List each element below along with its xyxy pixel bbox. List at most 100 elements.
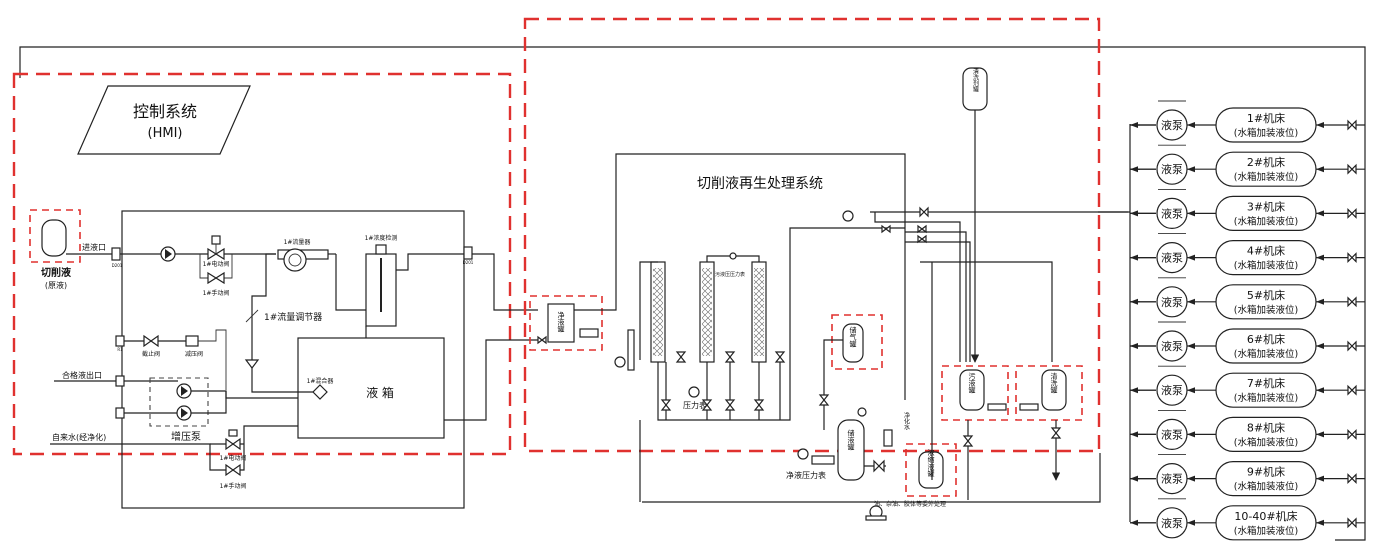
flow-arrow [1187,166,1195,173]
flow-arrow [1316,475,1324,482]
clean-pressure-gauge [811,455,835,465]
gas-storage-tank[interactable] [842,323,864,363]
machine-valve[interactable] [1347,207,1357,219]
machine-valve[interactable] [1347,296,1357,308]
inlet-code: D201 [112,263,123,268]
machine-valve[interactable] [1347,428,1357,440]
flow-arrow [1316,254,1324,261]
machine-valve[interactable] [1347,163,1357,175]
machine-valve[interactable] [1347,119,1357,131]
clean-tank-label: 净液罐 [557,311,565,334]
machine-row: 液泵2#机床(水箱加装液位) [1130,144,1365,187]
machine-valve[interactable] [1347,384,1357,396]
machine-name: 4#机床 [1247,244,1285,258]
pump-label: 液泵 [1161,162,1183,176]
flow-arrow [1316,431,1324,438]
flow-arrow [1130,254,1138,261]
detector-label: 1#浓度检测 [365,234,398,242]
machine-row: 液泵1#机床(水箱加装液位) [1130,100,1365,143]
concentrate-tank[interactable] [918,451,944,489]
booster-pump-group [149,377,209,427]
motor-valve-2-label: 1#电动阀 [220,454,247,462]
machine-valve[interactable] [1347,473,1357,485]
dirty-pressure-label: 污液压压力表 [715,271,745,278]
machine-name: 10-40#机床 [1234,509,1297,523]
port-water [115,407,125,419]
hmi-panel[interactable] [77,85,251,155]
flow-arrow [1187,519,1195,526]
coolant-source-tank[interactable] [41,219,67,257]
machine-row: 液泵3#机床(水箱加装液位) [1130,188,1365,231]
regen-system-boundary [523,17,1101,453]
manual-valve-2-label: 1#手动阀 [220,482,247,490]
clean-pressure-label: 净液压力表 [786,470,826,480]
booster-pump-label: 增压泵 [171,430,201,443]
waste-note: 油、杂油、胶体等委外处理 [874,500,946,508]
flow-arrow [1130,122,1138,128]
coolant-source-boundary [29,209,81,263]
flow-arrow [1130,210,1138,217]
port-r1 [115,335,125,347]
manual-valve-1[interactable] [207,271,225,285]
flow-arrow [1316,343,1324,349]
pump-label: 液泵 [1161,516,1183,530]
reducing-valve[interactable] [185,335,199,347]
machine-valve[interactable] [1347,252,1357,264]
flow-arrow [1130,166,1138,173]
gas-tank-label: 储气罐 [849,326,857,349]
machine-sub: (水箱加装液位) [1234,436,1298,448]
coolant-label: 切削液 [41,266,71,279]
wash-tank-label: 清洗罐 [1050,372,1058,395]
motor-valve-2[interactable] [225,429,241,451]
flowmeter-1[interactable] [277,248,329,272]
machine-sub: (水箱加装液位) [1234,215,1298,227]
inlet-label: 进液口 [82,242,106,252]
sludge-tank-boundary [905,443,957,497]
liquid-storage-tank[interactable] [837,419,865,481]
motor-valve-1[interactable] [207,235,225,261]
stop-valve[interactable] [143,334,159,348]
flow-arrow [1130,343,1138,349]
pump-label: 液泵 [1161,295,1183,309]
flow-arrow [1316,519,1324,526]
left-cabinet [121,210,465,509]
reducing-valve-label: 减压阀 [185,350,203,358]
level-gauge [614,356,626,368]
hmi-subtitle: (HMI) [148,126,183,141]
flow-arrow [1316,210,1324,217]
machine-valve[interactable] [1347,340,1357,352]
machine-name: 5#机床 [1247,288,1285,302]
clean-liquid-tank[interactable] [547,303,575,343]
machine-sub: (水箱加装液位) [1234,392,1298,404]
qualified-outlet-label: 合格液出口 [62,370,102,380]
pump-label: 液泵 [1161,118,1183,132]
manual-valve-2[interactable] [225,463,241,477]
machine-name: 2#机床 [1247,155,1285,169]
waste-pump[interactable] [865,505,887,521]
gas-tank-boundary [831,314,883,370]
machine-name: 7#机床 [1247,376,1285,390]
manual-valve-1-label: 1#手动阀 [203,289,230,297]
flow-arrow [1187,387,1195,394]
pressure-gauge [688,386,700,398]
flow-arrow [1130,475,1138,482]
machine-row: 液泵9#机床(水箱加装液位) [1130,454,1365,497]
flow-arrow [1316,298,1324,305]
machine-name: 3#机床 [1247,199,1285,213]
check-valve-left[interactable] [244,359,260,369]
wash-tank[interactable] [1041,369,1067,411]
machine-name: 9#机床 [1247,465,1285,479]
svg-text:D201: D201 [463,260,474,265]
pressure-gauge-label: 压力表 [683,400,707,410]
dirty-liquid-tank[interactable] [959,369,985,411]
mixer-1[interactable] [312,384,328,400]
machine-sub: (水箱加装液位) [1234,481,1298,493]
machine-valve[interactable] [1347,517,1357,529]
flow-arrow [1187,431,1195,438]
flow-arrow [1187,254,1195,261]
dirty-tank-label: 污液罐 [968,373,976,395]
pump-label: 液泵 [1161,251,1183,265]
storage-tank-label: 储液罐 [847,429,855,452]
flow-arrow [1130,431,1138,438]
